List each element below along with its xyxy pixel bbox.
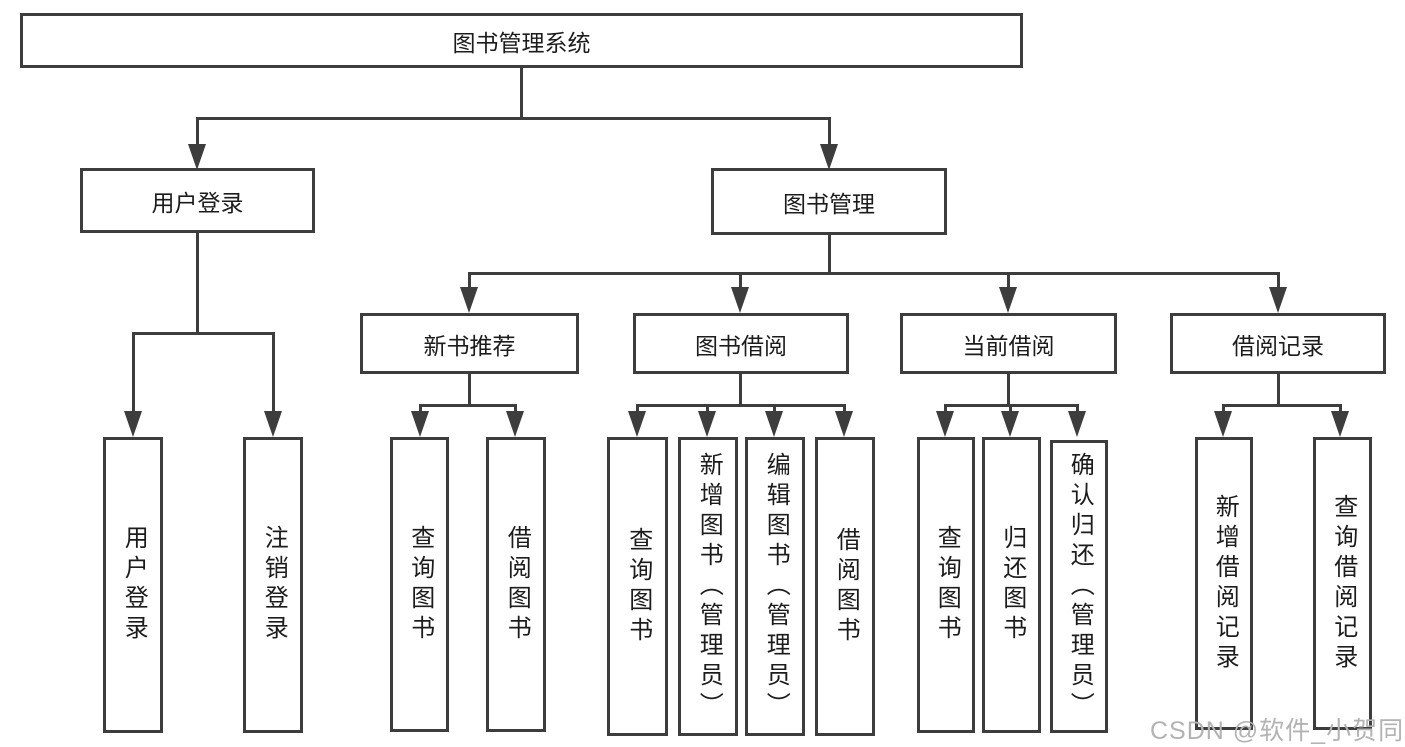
- connector-stem: [468, 374, 471, 407]
- leaf-edit-book-admin: 编辑图书（管理员）: [745, 437, 805, 736]
- arrowhead-leaf: [765, 411, 783, 437]
- connector-stem: [739, 374, 742, 407]
- arrowhead-leaf: [506, 411, 524, 437]
- leaf-logout: 注销登录: [243, 437, 303, 733]
- arrowhead-leaf: [698, 411, 716, 437]
- connector-drop: [1339, 404, 1342, 417]
- arrowhead-leaf: [835, 411, 853, 437]
- connector-bar: [1222, 404, 1342, 407]
- connector-root-stem: [520, 68, 523, 119]
- arrowhead-user-login-leaf: [124, 411, 142, 437]
- connector-drop: [1076, 404, 1079, 417]
- arrowhead-current-borrowing: [999, 287, 1017, 313]
- leaf-query-books: 查询图书: [917, 437, 975, 733]
- arrowhead-leaf: [936, 411, 954, 437]
- connector-bar: [636, 404, 846, 407]
- arrowhead-logout-leaf: [264, 411, 282, 437]
- leaf-add-book-admin: 新增图书（管理员）: [678, 437, 738, 736]
- connector-bar: [419, 404, 517, 407]
- connector-drop: [1009, 404, 1012, 417]
- leaf-add-borrow-record: 新增借阅记录: [1195, 437, 1253, 730]
- node-book-management: 图书管理: [711, 168, 947, 235]
- leaf-query-books: 查询图书: [390, 437, 449, 732]
- connector-drop: [843, 404, 846, 417]
- connector-drop: [773, 404, 776, 417]
- arrowhead-borrowing-records: [1269, 287, 1287, 313]
- arrowhead-leaf: [628, 411, 646, 437]
- arrowhead-leaf: [1068, 411, 1086, 437]
- arrowhead-leaf: [1001, 411, 1019, 437]
- node-book-borrowing: 图书借阅: [633, 313, 849, 374]
- connector-level2-bar: [468, 272, 1280, 275]
- arrowhead-leaf: [1214, 411, 1232, 437]
- connector-drop: [419, 404, 422, 417]
- connector-drop: [1277, 272, 1280, 292]
- leaf-user-login: 用户登录: [103, 437, 163, 733]
- connector-book-management-stem: [828, 235, 831, 275]
- leaf-query-books: 查询图书: [607, 437, 668, 736]
- arrowhead-new-book-recommendation: [460, 287, 478, 313]
- connector-drop: [706, 404, 709, 417]
- connector-drop: [636, 404, 639, 417]
- connector-drop: [514, 404, 517, 417]
- connector-drop: [272, 332, 275, 416]
- watermark: CSDN @软件_小贺同学: [1150, 717, 1405, 745]
- connector-drop: [132, 332, 135, 416]
- arrowhead-user-login: [188, 144, 206, 170]
- leaf-return-books: 归还图书: [982, 437, 1041, 733]
- connector-level1-bar: [196, 117, 831, 120]
- leaf-confirm-return-admin: 确认归还（管理员）: [1050, 440, 1108, 733]
- node-current-borrowing: 当前借阅: [900, 313, 1117, 374]
- connector-book-management-drop: [828, 117, 831, 149]
- node-library-system: 图书管理系统: [20, 13, 1023, 68]
- leaf-borrow-books: 借阅图书: [486, 437, 546, 732]
- connector-user-login-drop: [196, 117, 199, 149]
- connector-drop: [1007, 272, 1010, 292]
- arrowhead-leaf: [411, 411, 429, 437]
- node-user-login: 用户登录: [80, 168, 315, 233]
- leaf-borrow-books: 借阅图书: [815, 437, 875, 736]
- connector-drop: [1222, 404, 1225, 417]
- node-borrowing-records: 借阅记录: [1170, 313, 1386, 374]
- connector-drop: [944, 404, 947, 417]
- arrowhead-leaf: [1331, 411, 1349, 437]
- connector-stem: [1277, 374, 1280, 407]
- arrowhead-book-borrowing: [731, 287, 749, 313]
- connector-user-login-stem: [196, 233, 199, 334]
- arrowhead-book-management: [820, 144, 838, 170]
- node-new-book-recommendation: 新书推荐: [360, 313, 579, 374]
- connector-stem: [1007, 374, 1010, 407]
- connector-user-login-bar: [132, 332, 274, 335]
- leaf-query-borrow-record: 查询借阅记录: [1313, 437, 1372, 730]
- connector-drop: [468, 272, 471, 292]
- connector-drop: [739, 272, 742, 292]
